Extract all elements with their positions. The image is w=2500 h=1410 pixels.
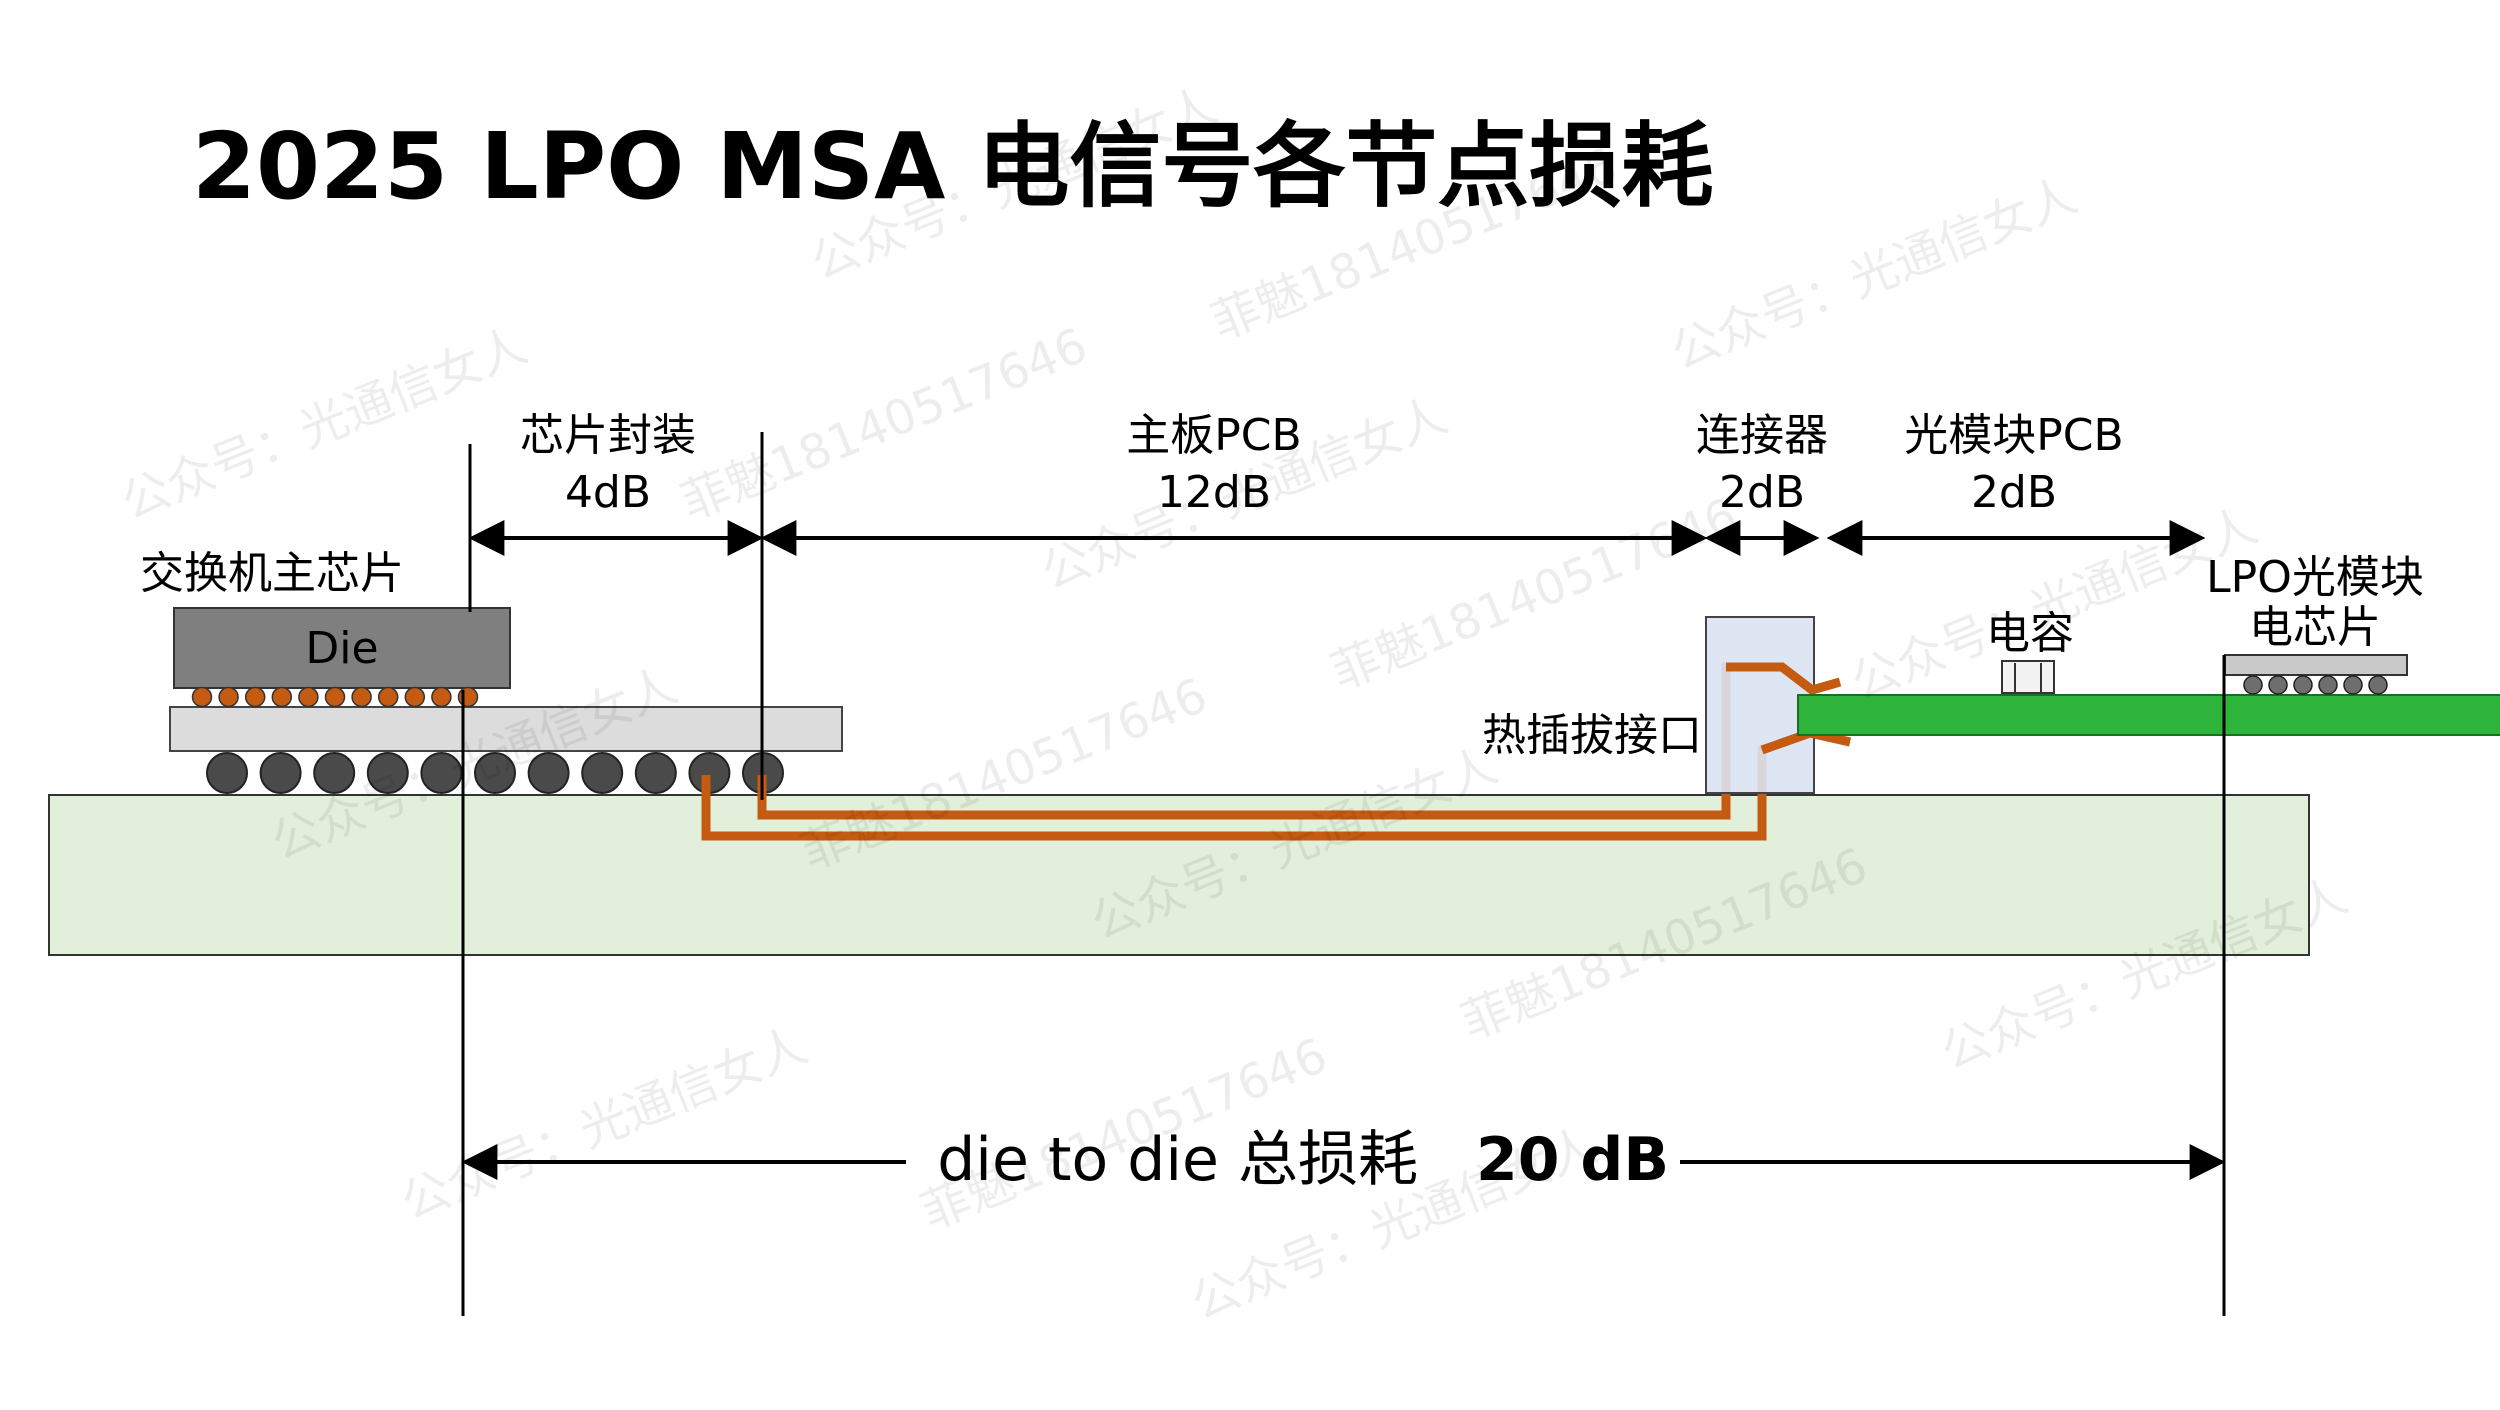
segment-package-name: 芯片封装 bbox=[520, 410, 696, 461]
solder-ball bbox=[313, 752, 356, 794]
connector-contact-top bbox=[1726, 662, 1842, 695]
segment-main-pcb-name: 主板PCB bbox=[1126, 410, 1301, 461]
die-bump bbox=[298, 686, 319, 708]
die-bump bbox=[191, 686, 213, 708]
solder-ball bbox=[259, 752, 302, 794]
capacitor-label: 电容 bbox=[1986, 608, 2074, 659]
die-bump bbox=[377, 686, 399, 708]
solder-ball bbox=[420, 752, 463, 794]
watermark-text: 公众号：光通信女人 bbox=[394, 1017, 816, 1231]
solder-ball bbox=[581, 752, 624, 794]
module-pcb bbox=[1797, 694, 2500, 736]
die-bump bbox=[324, 686, 346, 708]
connector-housing bbox=[1705, 616, 1815, 794]
package-substrate bbox=[169, 706, 843, 752]
lpo-bump bbox=[2343, 675, 2363, 695]
solder-ball bbox=[527, 752, 570, 794]
die-bump bbox=[271, 686, 293, 708]
solder-ball bbox=[474, 752, 516, 794]
die-bump bbox=[457, 686, 479, 708]
lpo-bump bbox=[2243, 675, 2263, 695]
lpo-chip-label-line1: LPO光模块 bbox=[2206, 552, 2424, 603]
segment-main-pcb-loss: 12dB bbox=[1157, 467, 1271, 518]
solder-ball bbox=[206, 752, 248, 794]
watermark-text: 公众号：光通信女人 bbox=[1664, 167, 2086, 381]
lpo-chip-bumps bbox=[2243, 675, 2388, 695]
lpo-chip-label-line2: 电芯片 bbox=[2249, 602, 2381, 653]
die-bump bbox=[218, 686, 239, 708]
die-label: Die bbox=[305, 623, 378, 674]
lpo-bump bbox=[2293, 675, 2313, 695]
switch-chip-label: 交换机主芯片 bbox=[140, 548, 404, 599]
solder-ball bbox=[366, 752, 409, 794]
page-title: 2025 LPO MSA 电信号各节点损耗 bbox=[192, 113, 1713, 220]
die-bump bbox=[244, 686, 266, 708]
lpo-bump bbox=[2268, 675, 2288, 695]
segment-connector-loss: 2dB bbox=[1719, 467, 1805, 518]
total-label: die to die 总损耗 bbox=[937, 1125, 1418, 1195]
die-block bbox=[173, 607, 511, 689]
watermark-text: 菲魅18140517646 bbox=[674, 317, 1095, 531]
die-bumps bbox=[191, 686, 479, 708]
total-value: 20 dB bbox=[1476, 1125, 1669, 1195]
die-bump bbox=[431, 686, 452, 708]
hotplug-label: 热插拔接口 bbox=[1482, 710, 1702, 761]
watermark-text: 菲魅18140517646 bbox=[1324, 487, 1745, 701]
die-bump bbox=[351, 686, 372, 708]
lpo-bump bbox=[2368, 675, 2388, 695]
capacitor-body bbox=[2001, 660, 2055, 694]
lpo-bump bbox=[2318, 675, 2338, 695]
lpo-chip bbox=[2224, 654, 2408, 676]
bga-balls bbox=[206, 752, 784, 794]
main-pcb bbox=[48, 794, 2310, 956]
segment-connector-name: 连接器 bbox=[1696, 410, 1828, 461]
segment-package-loss: 4dB bbox=[565, 467, 651, 518]
segment-module-pcb-loss: 2dB bbox=[1971, 467, 2057, 518]
segment-module-pcb-name: 光模块PCB bbox=[1904, 410, 2123, 461]
watermark-text: 公众号：光通信女人 bbox=[114, 317, 536, 531]
die-bump bbox=[404, 686, 426, 708]
solder-ball bbox=[634, 752, 677, 794]
